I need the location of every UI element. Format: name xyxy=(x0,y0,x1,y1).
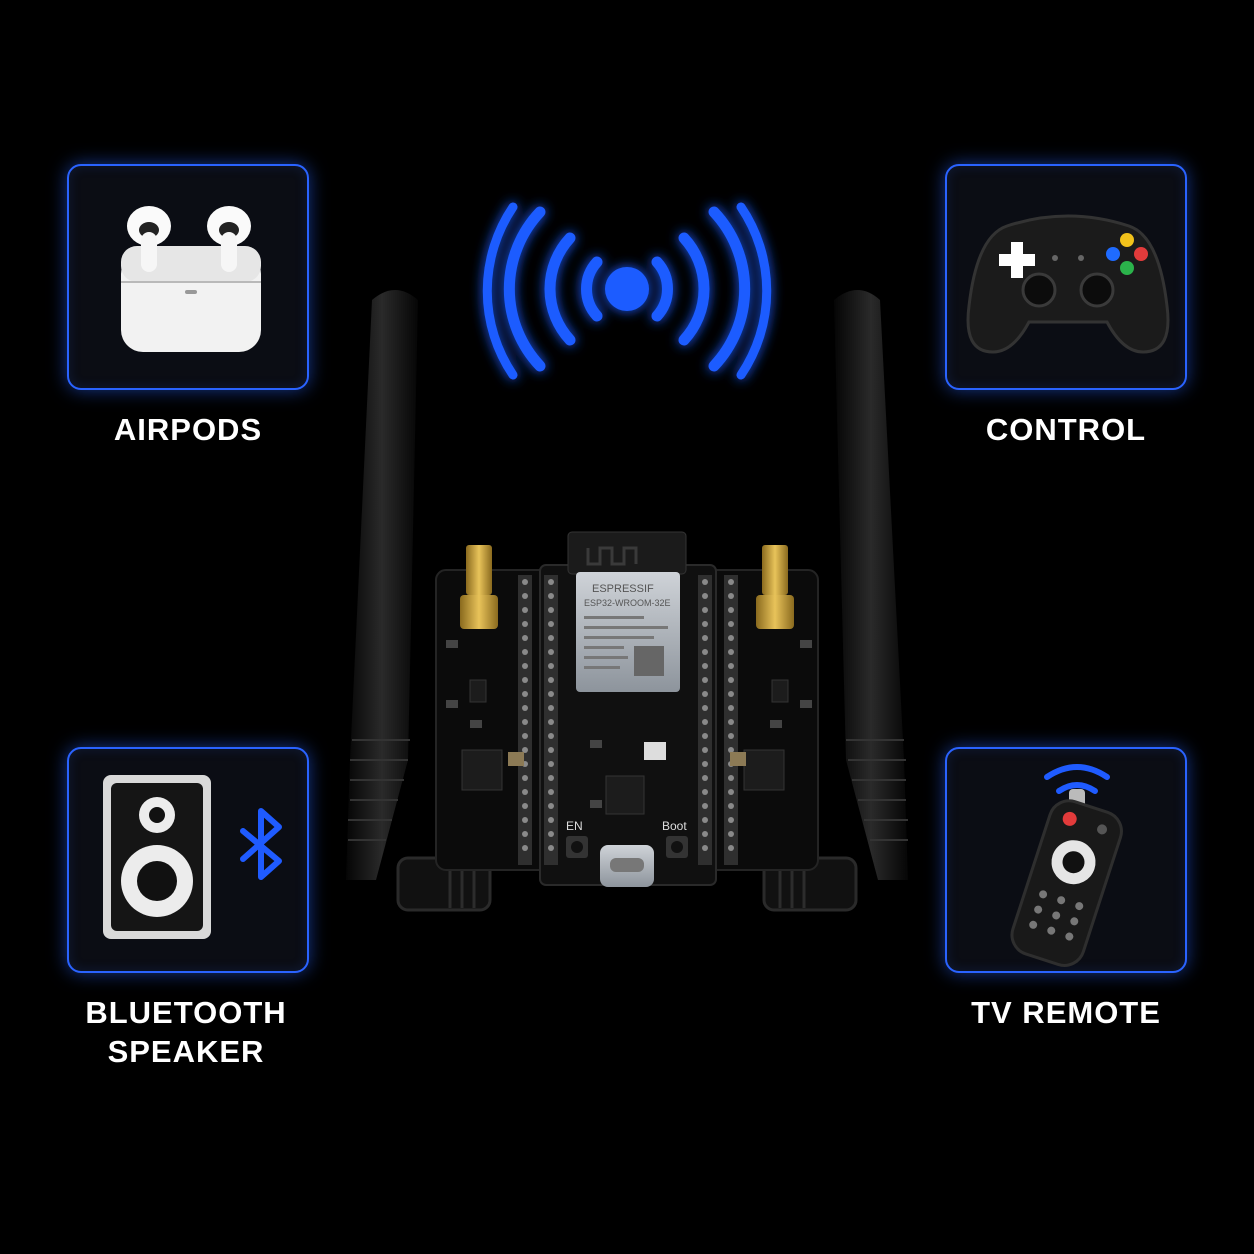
control-card[interactable] xyxy=(945,164,1187,390)
bluetooth-speaker-card[interactable] xyxy=(67,747,309,973)
right-sma-connector xyxy=(756,545,794,629)
control-label: CONTROL xyxy=(985,412,1147,447)
tv-remote-label: TV REMOTE xyxy=(971,995,1161,1030)
airpods-card[interactable] xyxy=(67,164,309,390)
module-brand: ESPRESSIF xyxy=(592,583,654,595)
speaker-label-line1: BLUETOOTH xyxy=(85,995,287,1030)
airpods-label: AIRPODS xyxy=(113,412,263,447)
airpods-case-icon xyxy=(121,206,261,352)
speaker-label-line2: SPEAKER xyxy=(107,1034,265,1069)
en-button-label: EN xyxy=(566,819,583,833)
left-sma-connector xyxy=(460,545,498,629)
boot-button-label: Boot xyxy=(662,819,687,833)
tv-remote-icon xyxy=(1010,764,1123,967)
speaker-icon xyxy=(103,775,282,939)
gamepad-icon xyxy=(966,214,1170,354)
tv-remote-card[interactable] xyxy=(945,747,1187,973)
wireless-signal-icon xyxy=(482,202,772,380)
bluetooth-icon xyxy=(240,808,282,880)
module-model: ESP32-WROOM-32E xyxy=(584,598,671,608)
left-antenna xyxy=(346,290,492,912)
esp32-board: ESPRESSIF ESP32-WROOM-32E xyxy=(435,531,819,887)
